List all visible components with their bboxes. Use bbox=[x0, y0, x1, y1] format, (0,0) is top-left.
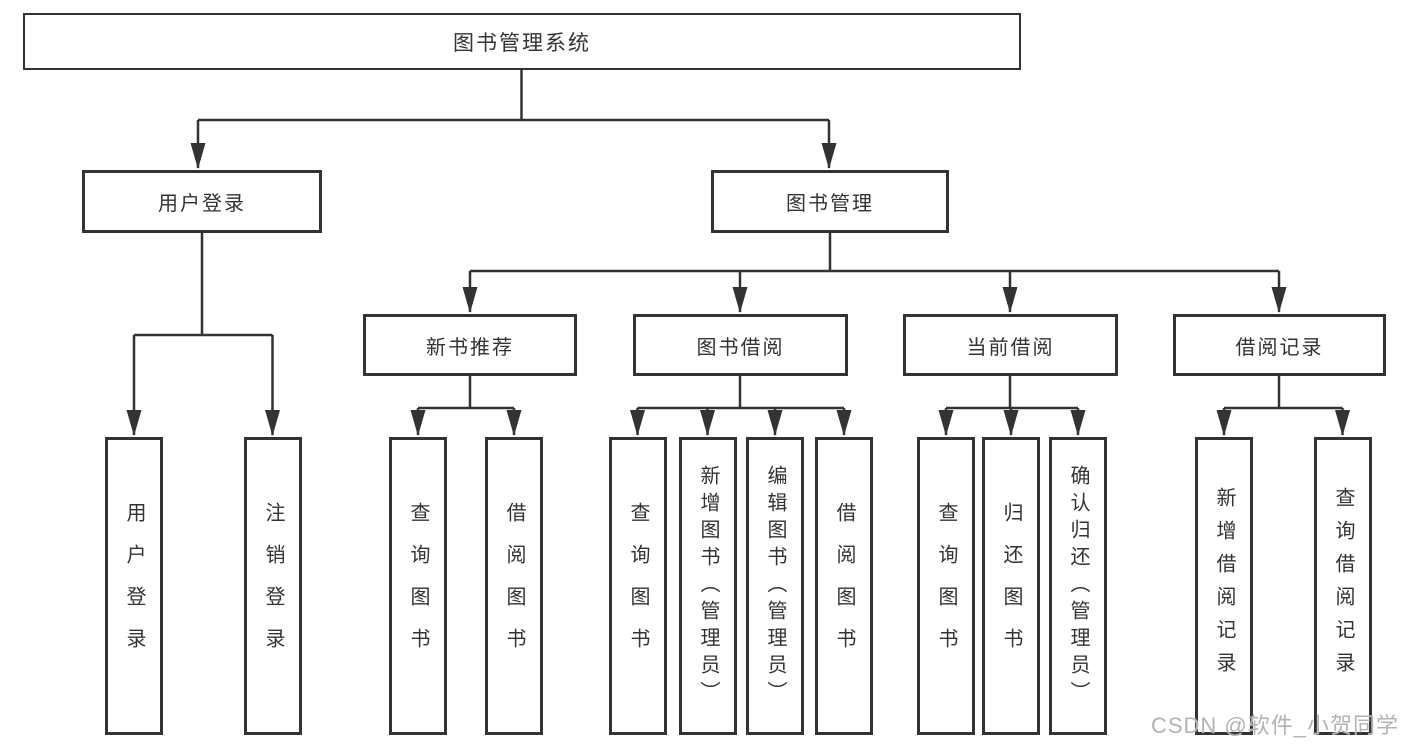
node-label: 图书管理 bbox=[786, 193, 874, 215]
node-label: 图书管理系统 bbox=[453, 31, 591, 55]
node-label: 新增图书（管理员） bbox=[697, 464, 719, 708]
node-label: 用户登录 bbox=[158, 193, 246, 215]
leaf-add-borrow-record: 新增借阅记录 bbox=[1195, 437, 1253, 735]
node-label: 查询借阅记录 bbox=[1332, 487, 1354, 685]
node-label: 新书推荐 bbox=[426, 336, 514, 359]
node-label: 查询图书 bbox=[407, 502, 429, 670]
node-book-management: 图书管理 bbox=[711, 170, 949, 233]
node-book-borrowing: 图书借阅 bbox=[633, 314, 848, 376]
leaf-query-books-borrowing: 查询图书 bbox=[609, 437, 667, 735]
leaf-query-books-recommend: 查询图书 bbox=[389, 437, 447, 735]
node-label: 归还图书 bbox=[1000, 502, 1022, 670]
node-library-management-system: 图书管理系统 bbox=[23, 13, 1021, 70]
node-label: 查询图书 bbox=[935, 502, 957, 670]
node-current-borrowing: 当前借阅 bbox=[903, 314, 1118, 376]
node-label: 查询图书 bbox=[627, 502, 649, 670]
leaf-query-borrow-record: 查询借阅记录 bbox=[1314, 437, 1372, 735]
node-label: 注销登录 bbox=[262, 502, 284, 670]
node-label: 新增借阅记录 bbox=[1213, 487, 1235, 685]
node-label: 借阅图书 bbox=[833, 502, 855, 670]
node-label: 用户登录 bbox=[123, 502, 145, 670]
node-user-login: 用户登录 bbox=[82, 170, 322, 233]
leaf-return-books: 归还图书 bbox=[982, 437, 1040, 735]
node-label: 借阅图书 bbox=[503, 502, 525, 670]
node-borrowing-records: 借阅记录 bbox=[1173, 314, 1386, 376]
leaf-user-login: 用户登录 bbox=[105, 437, 163, 735]
node-label: 图书借阅 bbox=[696, 336, 785, 359]
node-new-book-recommendation: 新书推荐 bbox=[363, 314, 577, 376]
csdn-watermark: CSDN @软件_小贺同学 bbox=[1150, 713, 1399, 738]
node-label: 当前借阅 bbox=[966, 336, 1055, 359]
leaf-borrow-books-recommend: 借阅图书 bbox=[485, 437, 543, 735]
leaf-add-books-admin: 新增图书（管理员） bbox=[679, 437, 737, 735]
leaf-logout: 注销登录 bbox=[244, 437, 302, 735]
leaf-borrow-books: 借阅图书 bbox=[815, 437, 873, 735]
node-label: 确认归还（管理员） bbox=[1067, 464, 1089, 708]
leaf-edit-books-admin: 编辑图书（管理员） bbox=[746, 437, 804, 735]
node-label: 借阅记录 bbox=[1235, 336, 1324, 359]
leaf-confirm-return-admin: 确认归还（管理员） bbox=[1049, 437, 1107, 735]
node-label: 编辑图书（管理员） bbox=[764, 464, 786, 708]
leaf-query-books-current: 查询图书 bbox=[917, 437, 975, 735]
